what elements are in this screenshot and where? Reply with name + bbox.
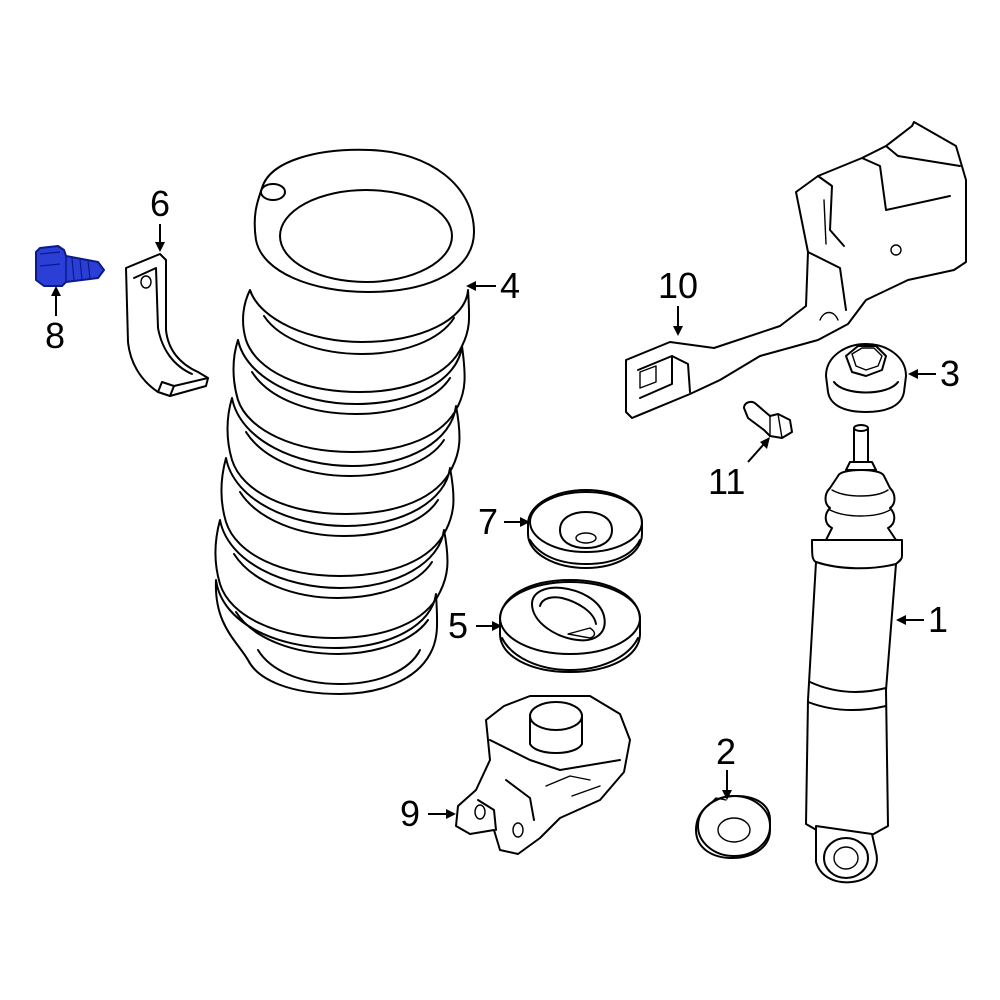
- part-11-bolt[interactable]: [743, 400, 793, 439]
- part-2-washer[interactable]: [695, 795, 771, 859]
- callout-8: 8: [45, 315, 65, 356]
- callout-10: 10: [658, 265, 698, 306]
- callout-3: 3: [940, 353, 960, 394]
- callout-1: 1: [928, 599, 948, 640]
- callout-2: 2: [716, 731, 736, 772]
- part-7-upper-isolator[interactable]: [527, 489, 643, 569]
- callout-4: 4: [500, 265, 520, 306]
- part-10-shield[interactable]: [625, 121, 967, 419]
- part-4-coil-spring[interactable]: [214, 148, 475, 695]
- callout-5: 5: [448, 605, 468, 646]
- callout-6: 6: [150, 183, 170, 224]
- callout-7: 7: [478, 501, 498, 542]
- callout-11: 11: [708, 461, 745, 502]
- part-8-bolt[interactable]: [35, 245, 105, 287]
- part-1-shock-absorber[interactable]: [805, 424, 903, 884]
- callout-labels: 1 2 3 4 5 6 7 8 9 10 11: [45, 183, 960, 834]
- part-3-top-mount[interactable]: [825, 343, 907, 413]
- callout-arrows: [51, 224, 936, 819]
- part-5-lower-isolator[interactable]: [499, 579, 641, 673]
- part-9-lower-mount[interactable]: [455, 695, 631, 855]
- part-6-bracket[interactable]: [125, 253, 209, 397]
- callout-9: 9: [400, 793, 420, 834]
